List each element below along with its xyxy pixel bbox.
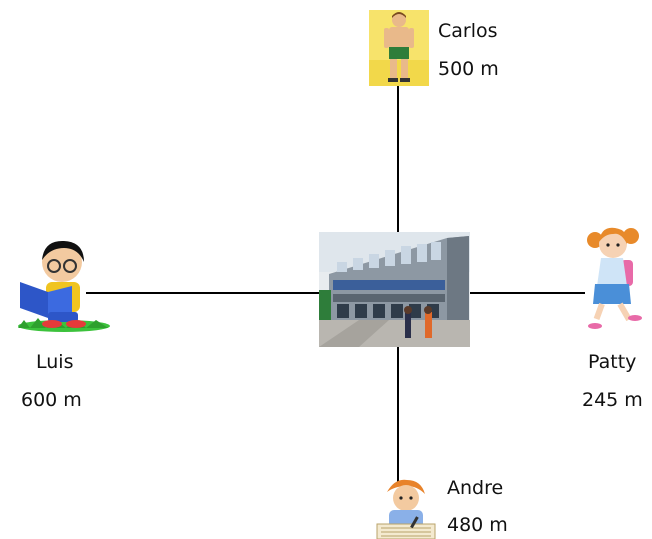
connector-north (397, 84, 399, 234)
carlos-distance: 500 m (438, 58, 499, 80)
connector-west (86, 292, 320, 294)
boy-reading-icon (12, 238, 112, 334)
boy-standing-icon (369, 10, 429, 86)
luis-name: Luis (36, 351, 74, 373)
patty-distance: 245 m (582, 389, 643, 411)
andre-distance: 480 m (447, 514, 508, 536)
patty-name: Patty (588, 351, 637, 373)
girl-running-icon (585, 224, 645, 336)
luis-distance: 600 m (21, 389, 82, 411)
carlos-name: Carlos (438, 20, 498, 42)
andre-name: Andre (447, 477, 504, 499)
connector-south (397, 346, 399, 484)
school-building-photo (319, 232, 470, 347)
boy-writing-icon (373, 478, 439, 539)
connector-east (469, 292, 585, 294)
